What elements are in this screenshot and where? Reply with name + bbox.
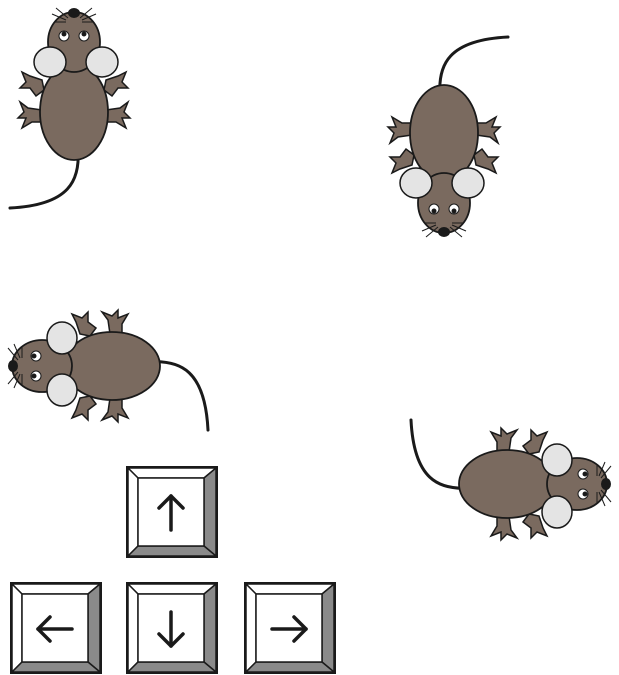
right-arrow-key[interactable]: →: [244, 582, 336, 674]
mouse-facing-down: [386, 35, 510, 239]
arrow-down-icon: [157, 610, 185, 648]
mouse-facing-left: [6, 308, 210, 432]
left-arrow-key[interactable]: ←: [10, 582, 102, 674]
arrow-left-icon: [36, 615, 74, 643]
mouse-facing-right: [409, 418, 613, 542]
down-arrow-key[interactable]: ↓: [126, 582, 218, 674]
key-glyph: ↑: [126, 558, 127, 559]
arrow-up-icon: [157, 494, 185, 532]
arrow-right-icon: [270, 615, 308, 643]
mouse-facing-up: [8, 6, 132, 210]
up-arrow-key[interactable]: ↑: [126, 466, 218, 558]
